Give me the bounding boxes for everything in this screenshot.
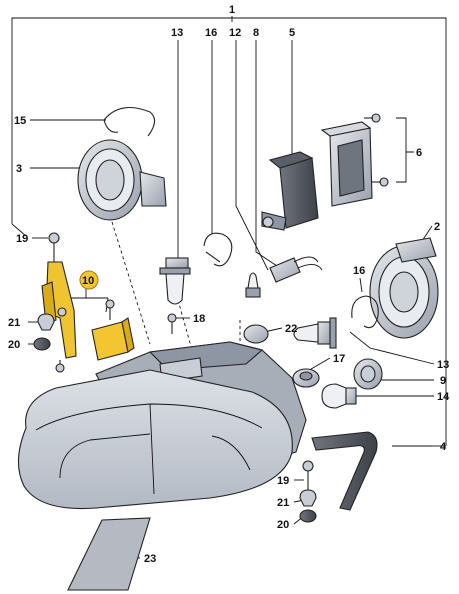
- callout-22: 22: [285, 323, 297, 335]
- callout-8: 8: [253, 27, 259, 39]
- bulb-13-top: [159, 257, 191, 305]
- retaining-clip-16-right: [351, 295, 379, 329]
- igniter-module-5: [261, 151, 319, 231]
- label-sheet-23: [67, 517, 151, 591]
- callout-9: 9: [440, 375, 446, 387]
- callout-4: 4: [440, 441, 447, 453]
- callout-16-top: 16: [205, 27, 217, 39]
- grommet-21-left: [37, 313, 55, 331]
- cap-22: [243, 324, 269, 344]
- callout-21-left: 21: [8, 317, 20, 329]
- callout-labels: 1 13 16 12 8 5 15 6 3 2 19 16 10 18 21 2…: [8, 4, 450, 565]
- nut-20-left: [33, 337, 51, 351]
- rear-cover-3: [77, 139, 167, 221]
- callout-17: 17: [333, 353, 345, 365]
- assembly-bracket-lines: [11, 16, 447, 447]
- headlamp-housing: [17, 341, 307, 510]
- callout-19-bottom: 19: [277, 475, 289, 487]
- socket-8: [269, 256, 323, 283]
- callout-16-right: 16: [353, 265, 365, 277]
- callout-21-bottom: 21: [277, 497, 289, 509]
- callout-20-bottom: 20: [277, 519, 289, 531]
- callout-23: 23: [144, 553, 156, 565]
- screw-18: [167, 313, 177, 334]
- callout-5: 5: [289, 27, 295, 39]
- callout-1: 1: [229, 4, 235, 16]
- callout-15: 15: [14, 115, 26, 127]
- callout-19-left: 19: [16, 233, 28, 245]
- grommet-21-bottom: [299, 489, 317, 507]
- wedge-bulb-12: [245, 272, 261, 298]
- screw-19-left: [48, 232, 60, 264]
- callout-12: 12: [229, 27, 241, 39]
- callout-18: 18: [193, 313, 205, 325]
- nut-20-bottom: [299, 509, 317, 523]
- bulb-holder-9: [353, 358, 383, 390]
- rear-cover-2: [369, 237, 439, 339]
- bulb-14: [321, 383, 357, 409]
- callout-6: 6: [416, 147, 422, 159]
- leader-lines: [28, 40, 435, 559]
- adjuster-bracket-10: [57, 299, 135, 361]
- callout-10: 10: [82, 275, 94, 287]
- retaining-clip-16-top: [203, 232, 233, 267]
- socket-17: [292, 368, 320, 388]
- callout-13-right: 13: [437, 359, 449, 371]
- control-unit-6: [320, 113, 389, 207]
- callout-14: 14: [437, 391, 450, 403]
- screw-6-bottom: [372, 177, 389, 187]
- spring-clip-15: [103, 106, 156, 137]
- callout-13-top: 13: [171, 27, 183, 39]
- screw-6-top: [364, 113, 381, 123]
- callout-2: 2: [434, 221, 440, 233]
- screw-bracket-left-bottom: [55, 360, 65, 373]
- screw-19-bottom: [302, 460, 314, 490]
- callout-20-left: 20: [8, 339, 20, 351]
- bulb-13-right: [293, 317, 337, 349]
- callout-10-badge: [79, 270, 99, 290]
- callout-3: 3: [16, 163, 22, 175]
- trim-strip-4: [311, 431, 378, 511]
